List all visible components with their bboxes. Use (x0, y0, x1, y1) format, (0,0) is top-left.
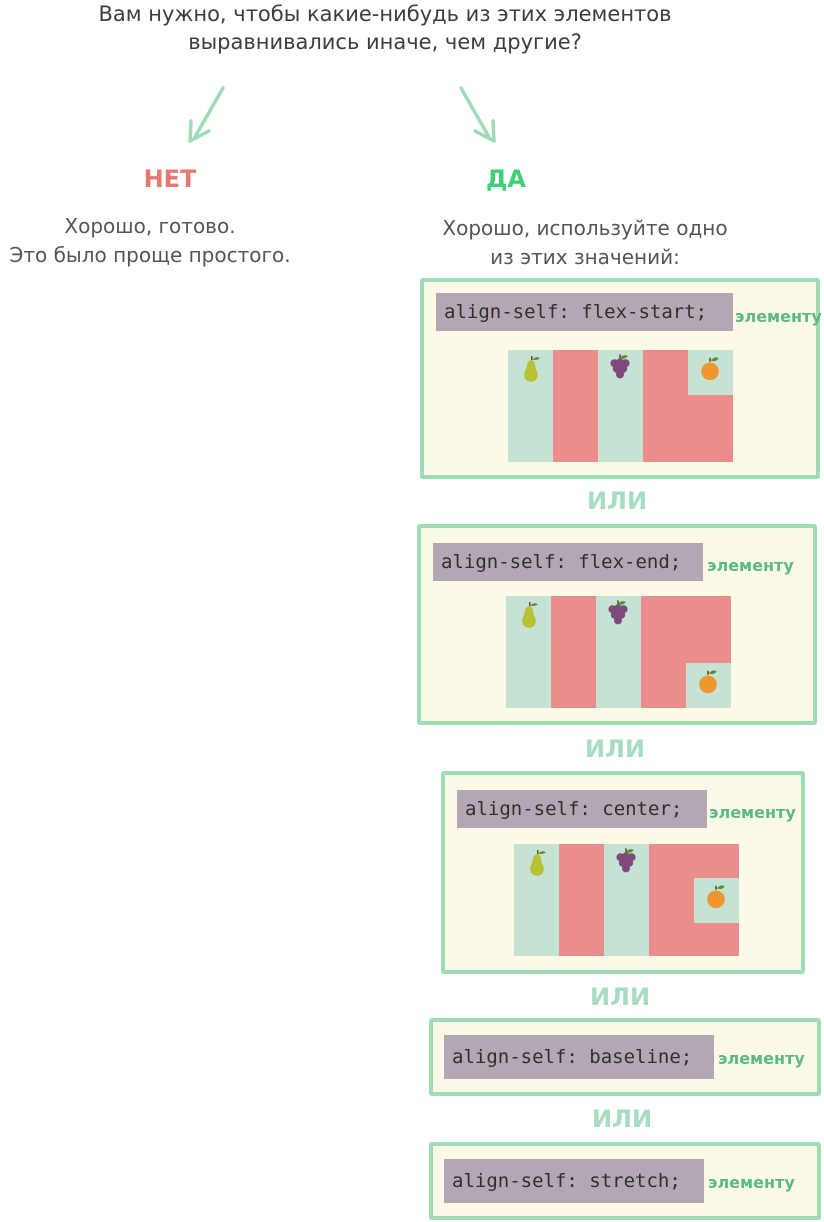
no-line-2: Это было проще простого. (9, 243, 291, 267)
or-separator: ИЛИ (584, 735, 646, 763)
item-red (553, 350, 598, 462)
card-stretch: align-self: stretch; элементу (429, 1142, 821, 1220)
item-pear (508, 350, 553, 462)
yes-branch-text: Хорошо, используйте одно из этих значени… (420, 214, 750, 272)
demo-flex-start (508, 350, 733, 462)
pear-icon (513, 598, 545, 632)
or-separator: ИЛИ (586, 487, 648, 515)
item-red (551, 596, 596, 708)
orange-icon (700, 880, 732, 914)
orange-icon (692, 665, 724, 699)
grapes-icon (602, 597, 634, 631)
or-separator: ИЛИ (589, 983, 651, 1011)
code-flex-end: align-self: flex-end; (433, 543, 703, 581)
question-line-2: выравнивались иначе, чем другие? (188, 30, 582, 54)
orange-icon (694, 352, 726, 386)
no-line-1: Хорошо, готово. (64, 214, 236, 238)
item-orange (694, 878, 739, 923)
element-label: элементу (718, 1049, 805, 1068)
demo-center (514, 844, 739, 956)
arrow-down-left-icon (188, 86, 225, 143)
code-flex-start: align-self: flex-start; (436, 293, 733, 331)
card-flex-start: align-self: flex-start; элементу (420, 278, 822, 479)
yes-line-2: из этих значений: (490, 245, 680, 269)
yes-line-1: Хорошо, используйте одно (442, 216, 728, 240)
demo-flex-end (506, 596, 731, 708)
element-label: элементу (735, 307, 822, 326)
card-flex-end: align-self: flex-end; элементу (417, 524, 817, 725)
question-text: Вам нужно, чтобы какие-нибудь из этих эл… (0, 0, 770, 56)
no-branch-text: Хорошо, готово. Это было проще простого. (0, 212, 300, 270)
item-grapes (598, 350, 643, 462)
card-center: align-self: center; элементу (441, 771, 805, 974)
code-center: align-self: center; (457, 790, 707, 828)
item-pear (514, 844, 559, 956)
code-stretch: align-self: stretch; (444, 1159, 704, 1203)
item-red (559, 844, 604, 956)
item-orange (688, 350, 733, 395)
element-label: элементу (707, 556, 794, 575)
question-line-1: Вам нужно, чтобы какие-нибудь из этих эл… (98, 2, 672, 26)
no-title: НЕТ (143, 165, 197, 193)
pear-icon (515, 352, 547, 386)
grapes-icon (610, 845, 642, 879)
item-orange (686, 663, 731, 708)
item-grapes (604, 844, 649, 956)
element-label: элементу (709, 803, 796, 822)
arrow-down-right-icon (459, 86, 496, 143)
card-baseline: align-self: baseline; элементу (429, 1018, 821, 1096)
or-separator: ИЛИ (591, 1105, 653, 1133)
item-pear (506, 596, 551, 708)
code-baseline: align-self: baseline; (444, 1035, 714, 1079)
yes-title: ДА (486, 165, 526, 193)
grapes-icon (604, 351, 636, 385)
element-label: элементу (708, 1173, 795, 1192)
pear-icon (521, 846, 553, 880)
item-grapes (596, 596, 641, 708)
